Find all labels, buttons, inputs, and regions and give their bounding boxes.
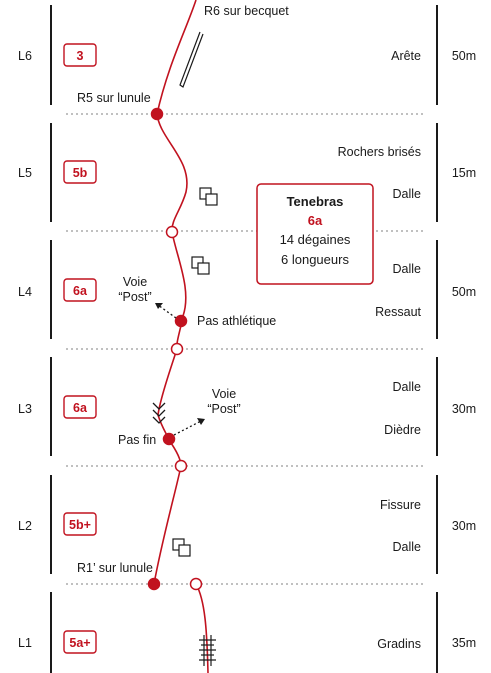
length-l6: 50m (452, 49, 476, 63)
feature-dalle-l4: Dalle (393, 262, 422, 276)
route-info-box: Tenebras 6a 14 dégaines 6 longueurs (256, 183, 374, 285)
annotation-r1: R1’ sur lunule (77, 561, 153, 575)
grade-boxes (63, 43, 97, 654)
route-grade: 6a (308, 213, 323, 228)
annotation-voie-post-1-line2: “Post” (118, 290, 151, 304)
arete-icon (179, 31, 204, 88)
feature-diedre: Dièdre (384, 423, 421, 437)
grade-box-l3 (63, 395, 97, 419)
length-l2: 30m (452, 519, 476, 533)
belay-r1 (147, 577, 161, 591)
grade-l3: 6a (73, 401, 88, 415)
slab-icon (172, 538, 191, 557)
voie-post-arrows (157, 304, 202, 436)
grade-box-l1 (63, 630, 97, 654)
arrowhead-icon (197, 418, 205, 425)
length-l1: 35m (452, 636, 476, 650)
route-quickdraws: 14 dégaines (280, 232, 351, 247)
feature-ressaut: Ressaut (375, 305, 421, 319)
pitch-id-l5: L5 (18, 166, 32, 180)
feature-arete: Arête (391, 49, 421, 63)
arrow-voie-post-2 (173, 420, 202, 436)
pitch-id-l4: L4 (18, 285, 32, 299)
length-l4: 50m (452, 285, 476, 299)
length-l5: 15m (452, 166, 476, 180)
belays (147, 107, 203, 591)
belay-pas-fin (162, 432, 176, 446)
grade-l2: 5b+ (69, 518, 91, 532)
arrowhead-icon (155, 303, 163, 309)
belay-r2 (174, 459, 188, 473)
grade-box-l4 (63, 278, 97, 302)
grade-l5: 5b (73, 166, 88, 180)
belay-r5 (150, 107, 164, 121)
belay-r3 (170, 342, 184, 356)
annotation-pas-fin: Pas fin (118, 433, 156, 447)
pitch-id-l3: L3 (18, 402, 32, 416)
chevrons-pas-fin-icon (152, 402, 166, 424)
slab-icon (191, 256, 210, 275)
annotation-r5: R5 sur lunule (77, 91, 151, 105)
feature-rochers-brises: Rochers brisés (338, 145, 421, 159)
slab-symbols (172, 187, 218, 557)
annotation-voie-post-1-line1: Voie (123, 275, 147, 289)
belay-r4 (165, 225, 179, 239)
annotation-r6: R6 sur becquet (204, 4, 289, 18)
grade-box-l6 (63, 43, 97, 67)
arrow-voie-post-1 (157, 304, 177, 319)
grade-l4: 6a (73, 284, 88, 298)
length-l3: 30m (452, 402, 476, 416)
annotation-voie-post-2-line2: “Post” (207, 402, 240, 416)
route-name: Tenebras (287, 194, 344, 209)
slab-icon (199, 187, 218, 206)
pitch-id-l6: L6 (18, 49, 32, 63)
annotation-pas-athletique: Pas athlétique (197, 314, 276, 328)
feature-dalle-l3: Dalle (393, 380, 422, 394)
route-line (153, 0, 197, 585)
belay-start-l1 (189, 577, 203, 591)
feature-gradins: Gradins (377, 637, 421, 651)
grade-box-l2 (63, 512, 97, 536)
feature-dalle-l2: Dalle (393, 540, 422, 554)
route-pitches-count: 6 longueurs (281, 252, 349, 267)
feature-dalle-l5: Dalle (393, 187, 422, 201)
gradins-icon (199, 635, 216, 666)
grade-l1: 5a+ (69, 636, 90, 650)
belay-pas-athletique (174, 314, 188, 328)
grade-box-l5 (63, 160, 97, 184)
pitch-id-l2: L2 (18, 519, 32, 533)
pitch-id-l1: L1 (18, 636, 32, 650)
feature-fissure: Fissure (380, 498, 421, 512)
annotation-voie-post-2-line1: Voie (212, 387, 236, 401)
grade-l6: 3 (77, 49, 84, 63)
